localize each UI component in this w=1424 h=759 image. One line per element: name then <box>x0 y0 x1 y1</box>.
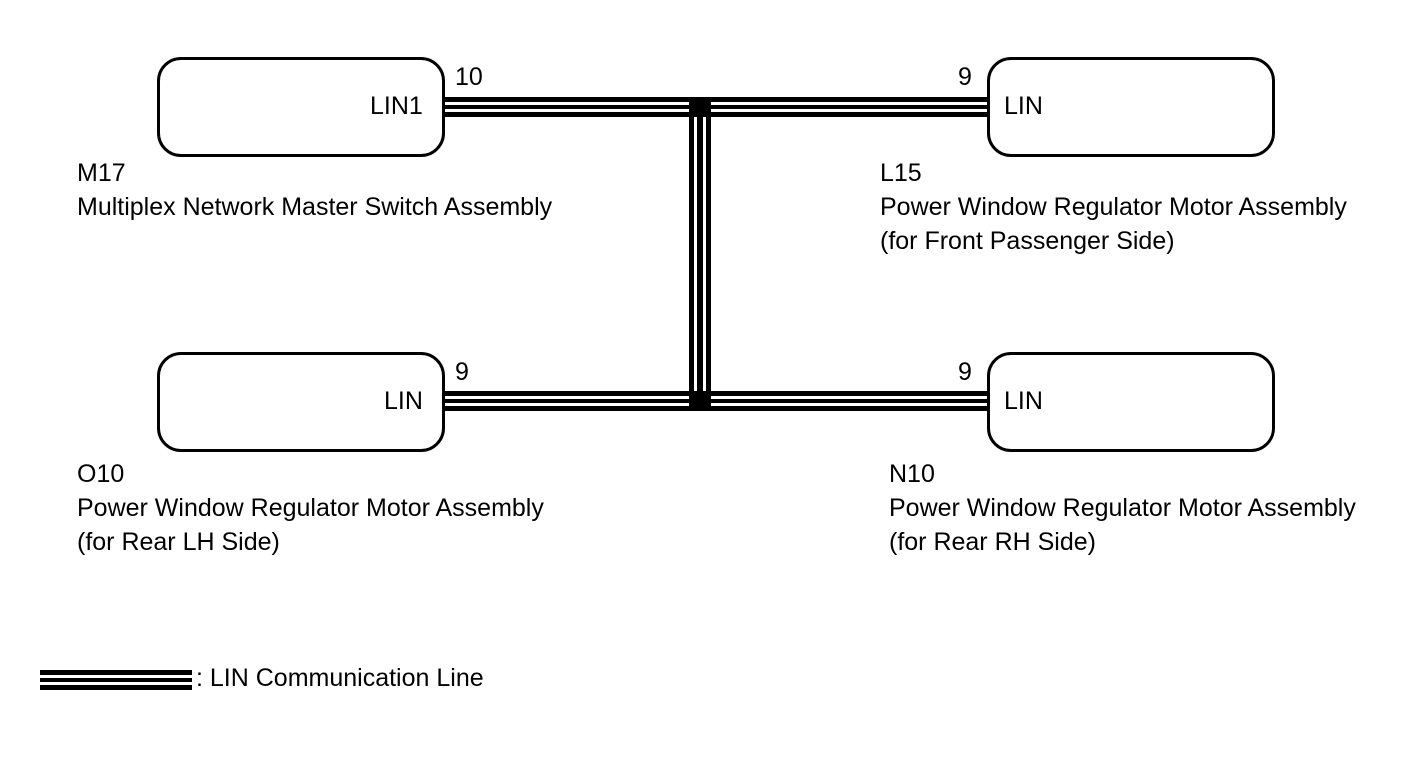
bus-top-horizontal <box>444 97 990 117</box>
o10-port-label: LIN <box>384 387 423 415</box>
o10-pin-number: 9 <box>455 358 469 386</box>
o10-component-box <box>157 352 445 452</box>
o10-code: O10 <box>77 460 125 488</box>
l15-caption: L15 Power Window Regulator Motor Assembl… <box>880 156 1347 258</box>
l15-code: L15 <box>880 159 922 187</box>
m17-pin-number: 10 <box>455 63 483 91</box>
l15-name: Power Window Regulator Motor Assembly <box>880 193 1347 221</box>
n10-component-box <box>987 352 1275 452</box>
o10-name: Power Window Regulator Motor Assembly <box>77 494 544 522</box>
o10-side: (for Rear LH Side) <box>77 528 280 556</box>
n10-name: Power Window Regulator Motor Assembly <box>889 494 1356 522</box>
o10-caption: O10 Power Window Regulator Motor Assembl… <box>77 457 544 559</box>
n10-code: N10 <box>889 460 935 488</box>
l15-component-box <box>987 57 1275 157</box>
bus-bottom-horizontal <box>444 391 990 411</box>
n10-side: (for Rear RH Side) <box>889 528 1096 556</box>
bus-vertical-trunk <box>689 97 711 411</box>
legend-label: : LIN Communication Line <box>196 664 484 692</box>
m17-name: Multiplex Network Master Switch Assembly <box>77 193 553 221</box>
m17-port-label: LIN1 <box>370 92 423 120</box>
m17-component-box <box>157 57 445 157</box>
n10-pin-number: 9 <box>958 358 972 386</box>
legend-line-symbol <box>40 670 192 690</box>
m17-code: M17 <box>77 159 126 187</box>
l15-port-label: LIN <box>1004 92 1043 120</box>
n10-port-label: LIN <box>1004 387 1043 415</box>
n10-caption: N10 Power Window Regulator Motor Assembl… <box>889 457 1356 559</box>
l15-side: (for Front Passenger Side) <box>880 227 1175 255</box>
m17-caption: M17 Multiplex Network Master Switch Asse… <box>77 156 552 224</box>
l15-pin-number: 9 <box>958 63 972 91</box>
